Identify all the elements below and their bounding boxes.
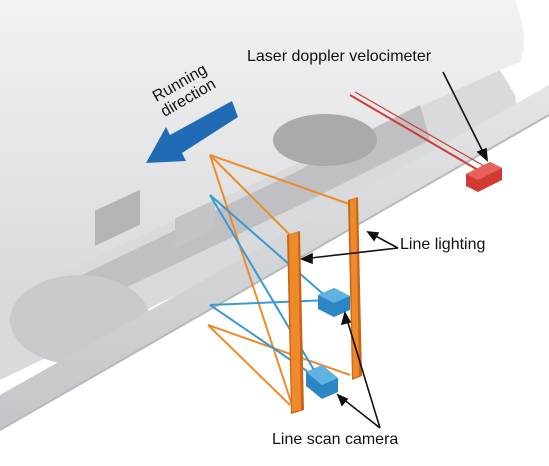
label-line-lighting: Line lighting (400, 236, 486, 253)
bogie-block-2 (175, 199, 215, 249)
camera-upper (318, 288, 350, 317)
running-direction-arrow (146, 101, 238, 163)
label-laser-doppler-velocimeter: Laser doppler velocimeter (247, 48, 432, 65)
pointer-arrows (300, 71, 488, 429)
lighting-beams (207, 154, 353, 406)
laser-beam-2 (354, 91, 485, 167)
label-line-scan-camera: Line scan camera (272, 431, 399, 448)
camera-lower (306, 365, 338, 399)
rail (0, 85, 549, 430)
wheel-far (273, 114, 377, 166)
laser-doppler-velocimeter (349, 91, 502, 192)
rail-edge (0, 114, 549, 431)
laser-beam (349, 94, 479, 171)
bogie-block (95, 189, 140, 246)
